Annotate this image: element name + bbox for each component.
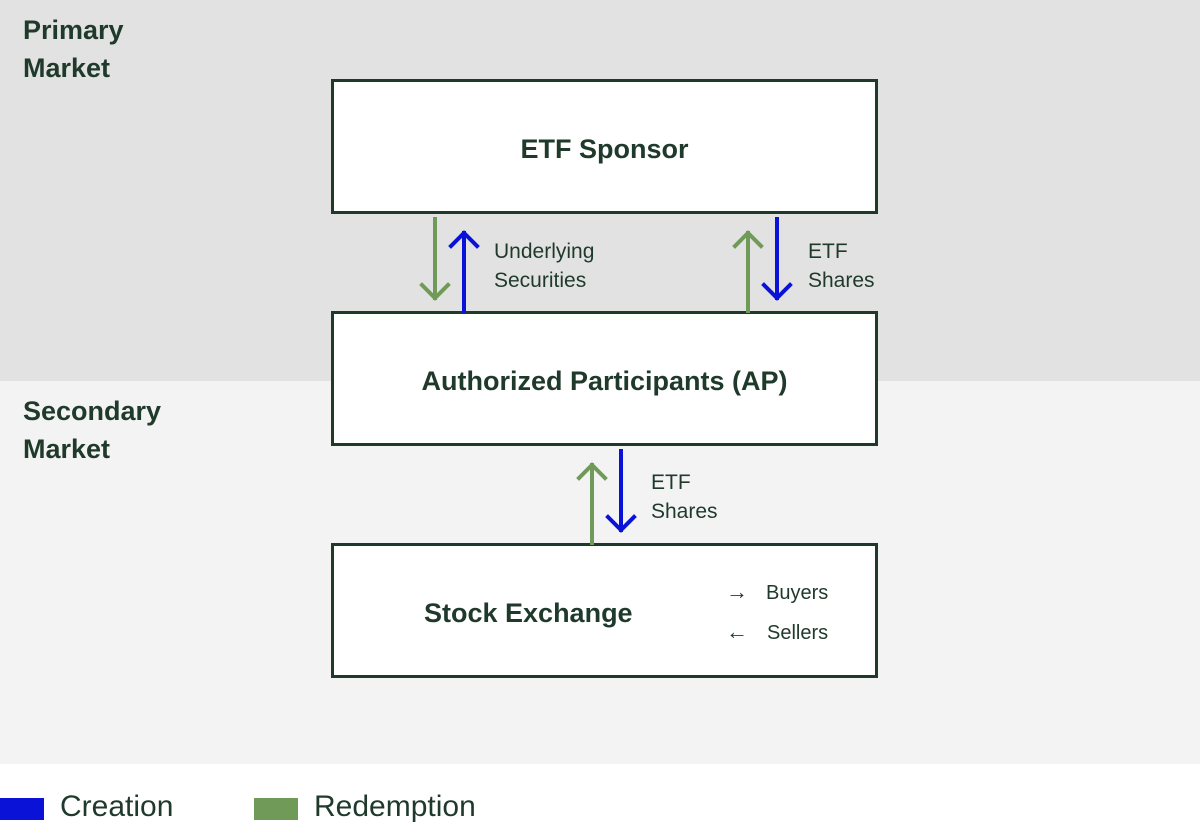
- primary-market-label-line1: Primary: [23, 15, 124, 45]
- underlying-securities-label: Underlying Securities: [494, 237, 594, 295]
- etf-shares-label-bottom: ETF Shares: [651, 468, 718, 526]
- primary-market-label: Primary Market: [23, 11, 124, 87]
- underlying-securities-label-line2: Securities: [494, 269, 587, 292]
- arrow-right-icon: →: [726, 579, 748, 604]
- legend-creation-swatch: [0, 798, 44, 820]
- sellers-item: ← Sellers: [726, 619, 828, 645]
- creation-arrow-up-icon: [448, 230, 480, 313]
- creation-arrow-down-icon: [605, 449, 637, 533]
- legend-redemption-label: Redemption: [314, 790, 476, 823]
- etf-shares-label-top-line2: Shares: [808, 269, 875, 292]
- stock-exchange-box: Stock Exchange: [331, 543, 878, 678]
- legend-creation-label: Creation: [60, 790, 174, 823]
- redemption-arrow-down-icon: [419, 217, 451, 301]
- legend-redemption-swatch: [254, 798, 298, 820]
- redemption-arrow-up-icon: [732, 230, 764, 313]
- secondary-market-label-line2: Market: [23, 434, 111, 464]
- stock-exchange-title: Stock Exchange: [424, 598, 633, 628]
- etf-shares-label-bottom-line2: Shares: [651, 500, 718, 523]
- authorized-participants-title: Authorized Participants (AP): [421, 366, 788, 396]
- underlying-securities-label-line1: Underlying: [494, 240, 595, 263]
- creation-arrow-down-icon: [761, 217, 793, 301]
- etf-shares-label-top: ETF Shares: [808, 237, 875, 295]
- sellers-label: Sellers: [767, 622, 829, 644]
- etf-shares-label-bottom-line1: ETF: [651, 471, 691, 494]
- etf-sponsor-box: ETF Sponsor: [331, 79, 878, 214]
- authorized-participants-box: Authorized Participants (AP): [331, 311, 878, 446]
- etf-sponsor-title: ETF Sponsor: [520, 134, 689, 164]
- primary-market-label-line2: Market: [23, 53, 111, 83]
- etf-shares-label-top-line1: ETF: [808, 240, 848, 263]
- secondary-market-label-line1: Secondary: [23, 396, 162, 426]
- buyers-label: Buyers: [766, 582, 829, 604]
- arrow-left-icon: ←: [726, 619, 748, 644]
- buyers-item: → Buyers: [726, 579, 828, 605]
- secondary-market-label: Secondary Market: [23, 392, 161, 468]
- redemption-arrow-up-icon: [576, 462, 608, 545]
